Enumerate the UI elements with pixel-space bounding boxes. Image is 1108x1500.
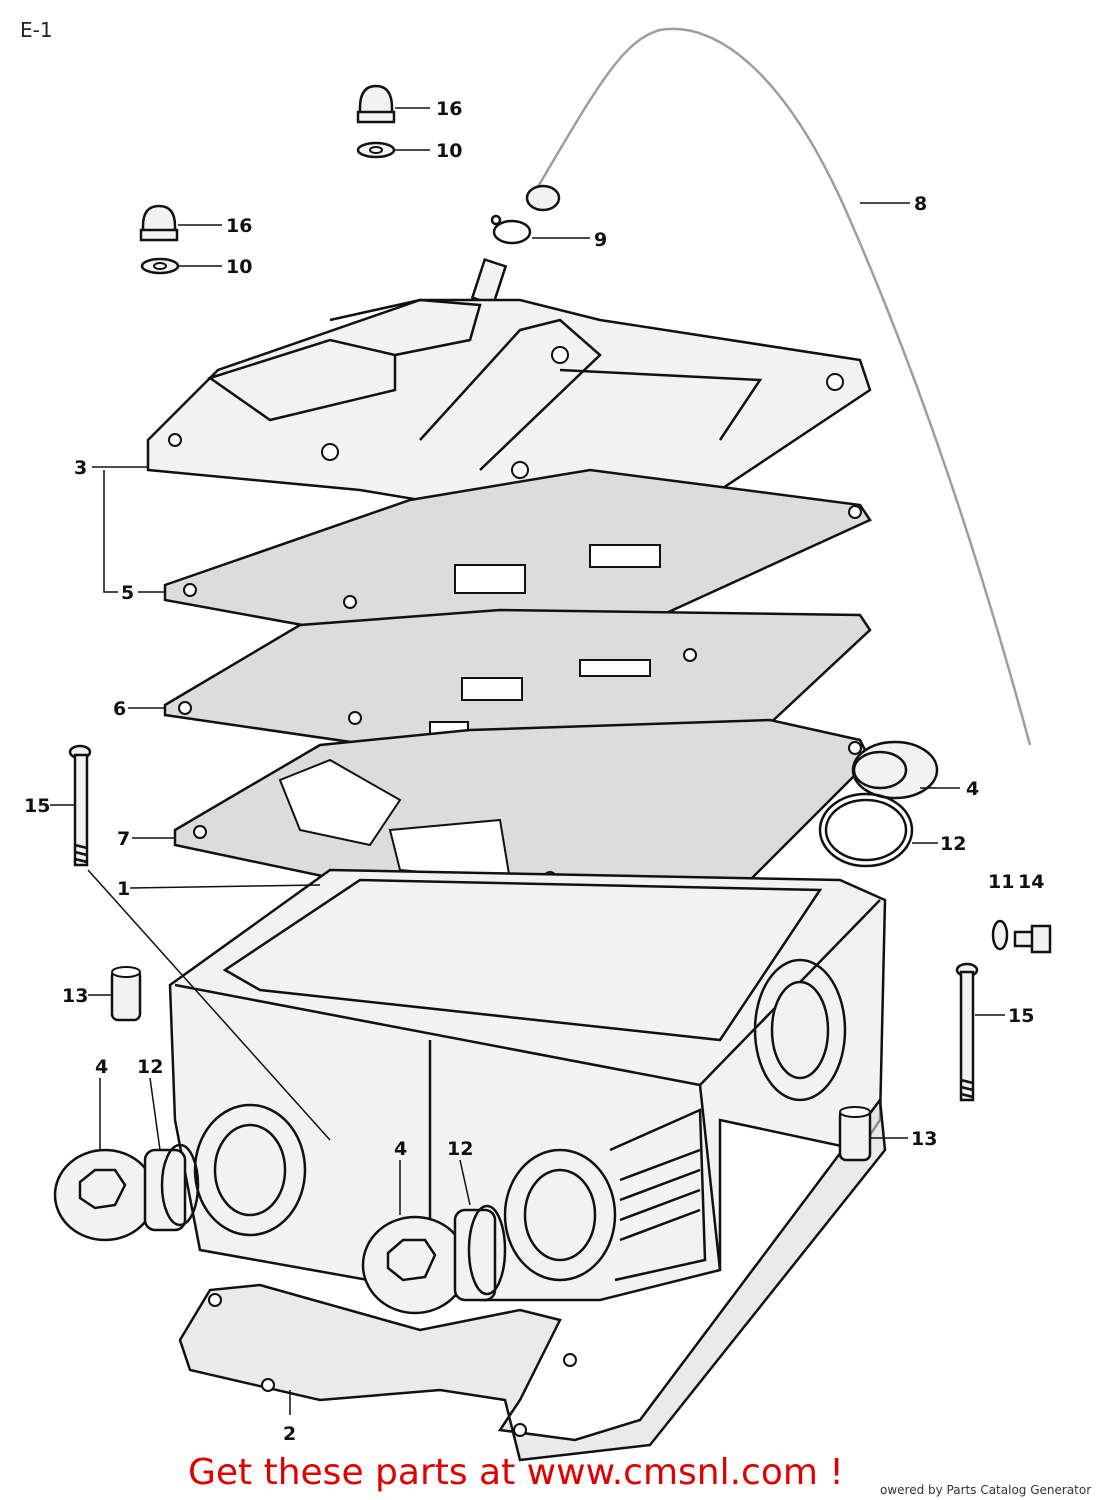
callout-5: 5 [121, 582, 134, 604]
cylinder-head-cover-part[interactable] [146, 298, 872, 537]
callout-11: 11 [988, 871, 1014, 893]
cap-nut-part[interactable] [356, 84, 396, 124]
callout-9: 9 [594, 229, 607, 251]
callout-13: 13 [62, 985, 88, 1007]
cap-nut-part[interactable] [139, 204, 179, 242]
dowel-pin-part[interactable] [838, 1106, 872, 1162]
drain-bolt-part[interactable] [1013, 924, 1052, 954]
breather-hose-part[interactable] [520, 17, 1041, 748]
stud-bolt-part[interactable] [955, 962, 979, 1102]
o-ring-part[interactable] [160, 1143, 200, 1227]
callout-8: 8 [914, 193, 927, 215]
cylinder-head-part[interactable] [168, 868, 887, 1302]
o-ring-part[interactable] [818, 792, 914, 868]
dowel-pin-part[interactable] [110, 966, 142, 1022]
callout-2: 2 [283, 1423, 296, 1445]
breather-nipple [470, 258, 508, 306]
callout-7: 7 [117, 828, 130, 850]
tappet-cap-plug-part[interactable] [851, 740, 939, 800]
order-link-banner[interactable]: Get these parts at www.cmsnl.com ! [188, 1452, 844, 1493]
hose-clip-part[interactable] [490, 214, 532, 245]
callout-12: 12 [137, 1056, 163, 1078]
washer-part[interactable] [140, 257, 180, 275]
callout-4: 4 [394, 1138, 407, 1160]
callout-10: 10 [226, 256, 252, 278]
callout-13: 13 [911, 1128, 937, 1150]
callout-6: 6 [113, 698, 126, 720]
callout-4: 4 [95, 1056, 108, 1078]
callout-15: 15 [1008, 1005, 1034, 1027]
sealing-washer-part[interactable] [991, 919, 1009, 951]
leader-lines [50, 107, 1005, 1415]
callout-12: 12 [447, 1138, 473, 1160]
callout-3: 3 [74, 457, 87, 479]
callout-15: 15 [24, 795, 50, 817]
tappet-cap-plug-part[interactable] [361, 1208, 497, 1315]
stud-bolt-part[interactable] [68, 744, 92, 867]
head-gasket-part[interactable] [173, 718, 872, 907]
callout-12: 12 [940, 833, 966, 855]
callout-10: 10 [436, 140, 462, 162]
callout-1: 1 [117, 878, 130, 900]
callout-14: 14 [1018, 871, 1044, 893]
section-label: E-1 [20, 18, 53, 42]
head-cover-gasket-part[interactable] [163, 468, 872, 652]
washer-part[interactable] [356, 141, 396, 159]
base-gasket-part[interactable] [178, 1096, 887, 1462]
callout-4: 4 [966, 778, 979, 800]
o-ring-part[interactable] [467, 1204, 507, 1296]
callout-16: 16 [226, 215, 252, 237]
tappet-cap-plug-part[interactable] [53, 1148, 187, 1242]
powered-by-label: owered by Parts Catalog Generator [880, 1483, 1092, 1497]
callout-16: 16 [436, 98, 462, 120]
